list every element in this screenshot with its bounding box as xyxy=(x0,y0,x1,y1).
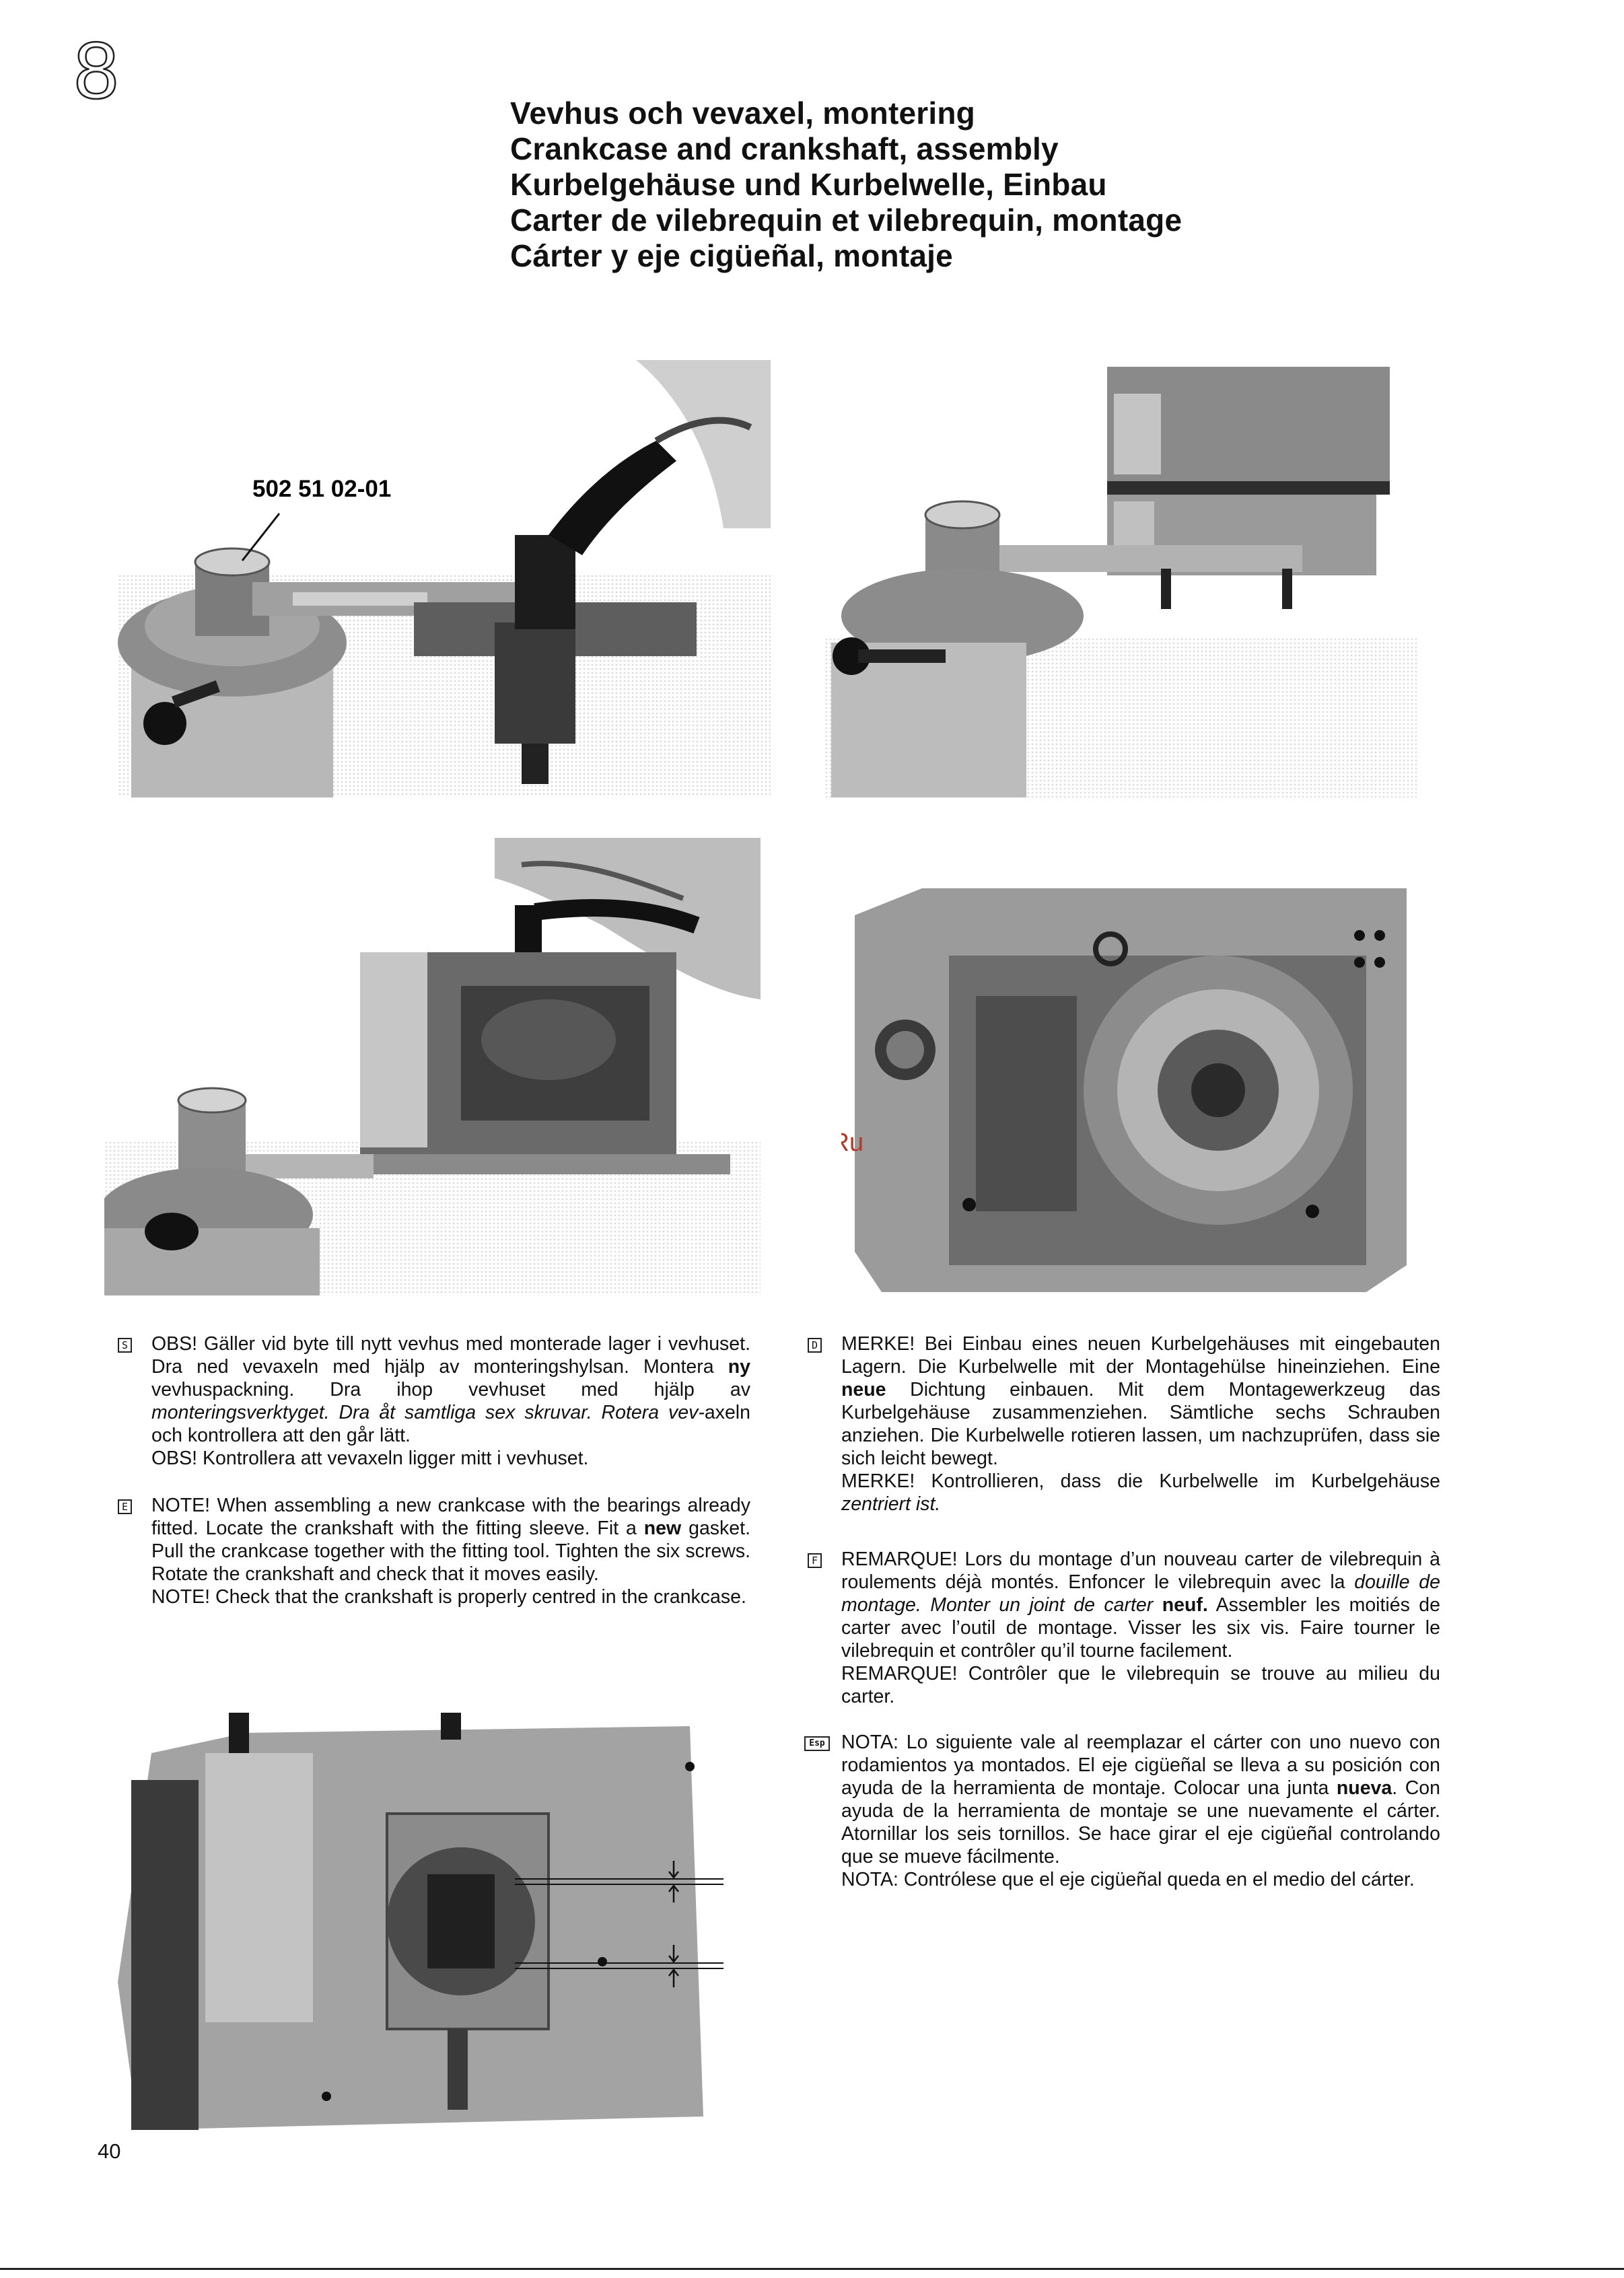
title-es: Cárter y eje cigüeñal, montaje xyxy=(510,238,953,273)
section-german: D MERKE! Bei Einbau eines neuen Kurbelge… xyxy=(808,1332,1440,1516)
es-paragraph-2: NOTA: Contrólese que el eje cigüeñal que… xyxy=(841,1869,1415,1890)
photo-tool-pulling xyxy=(104,838,761,1295)
en-paragraph-2: NOTE! Check that the crankshaft is prope… xyxy=(151,1586,746,1608)
section-french: F REMARQUE! Lors du montage d’un nouveau… xyxy=(808,1548,1441,1708)
lang-tag-de: D xyxy=(808,1338,822,1353)
page-titles: Vevhus och vevaxel, montering Crankcase … xyxy=(510,96,1318,274)
de-paragraph-2: MERKE! Kontrollieren, dass die Kurbelwel… xyxy=(841,1470,1440,1515)
sv-paragraph-2: OBS! Kontrollera att vevaxeln ligger mit… xyxy=(151,1448,589,1469)
photo-assembled-crankcase xyxy=(824,367,1417,797)
fr-paragraph-1: REMARQUE! Lors du montage d’un nouveau c… xyxy=(841,1549,1441,1662)
fr-paragraph-2: REMARQUE! Contrôler que le vilebrequin s… xyxy=(841,1663,1440,1707)
de-paragraph-1: MERKE! Bei Einbau eines neuen Kurbelgehä… xyxy=(841,1333,1440,1469)
photo-crankcase-interior: McGrp.Ru xyxy=(841,888,1407,1292)
watermark-text: McGrp.Ru xyxy=(841,1129,863,1157)
photo-fitting-sleeve: 502 51 02-01 xyxy=(118,360,771,797)
en-paragraph-1: NOTE! When assembling a new crankcase wi… xyxy=(151,1495,750,1585)
es-paragraph-1: NOTA: Lo siguiente vale al reemplazar el… xyxy=(841,1732,1440,1867)
section-swedish: S OBS! Gäller vid byte till nytt vevhus … xyxy=(118,1332,750,1470)
photo-centring-check xyxy=(111,1713,727,2133)
chapter-numeral-text: 8 xyxy=(74,32,119,106)
title-fr: Carter de vilebrequin et vilebrequin, mo… xyxy=(510,203,1182,238)
lang-tag-en: E xyxy=(118,1499,132,1514)
page-number: 40 xyxy=(98,2139,121,2163)
bottom-rule xyxy=(0,2268,1624,2270)
chapter-number: 8 xyxy=(66,25,127,117)
section-english: E NOTE! When assembling a new crankcase … xyxy=(118,1494,750,1608)
section-spanish: Esp NOTA: Lo siguiente vale al reemplaza… xyxy=(804,1731,1440,1891)
lang-tag-fr: F xyxy=(808,1553,822,1568)
title-sv: Vevhus och vevaxel, montering xyxy=(510,96,975,131)
title-de: Kurbelgehäuse und Kurbelwelle, Einbau xyxy=(510,167,1107,202)
sv-paragraph-1: OBS! Gäller vid byte till nytt vevhus me… xyxy=(151,1333,750,1446)
part-number-label: 502 51 02-01 xyxy=(252,476,391,502)
lang-tag-sv: S xyxy=(118,1338,132,1353)
lang-tag-es: Esp xyxy=(804,1736,830,1751)
title-en: Crankcase and crankshaft, assembly xyxy=(510,131,1059,166)
